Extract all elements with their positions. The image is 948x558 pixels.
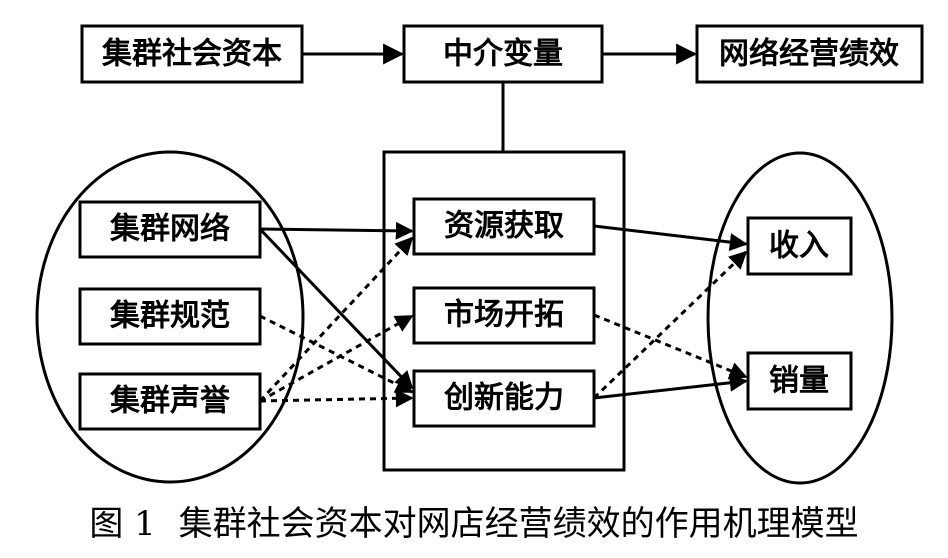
box-reputation: 集群声誉 bbox=[78, 372, 262, 431]
label-market: 市场开拓 bbox=[444, 298, 564, 333]
arrow-market-to-sales bbox=[593, 313, 748, 380]
arrow-reputation-to-resource bbox=[258, 236, 414, 403]
label-reputation: 集群声誉 bbox=[109, 384, 231, 419]
label-network: 集群网络 bbox=[109, 212, 230, 247]
label-norms: 集群规范 bbox=[109, 299, 230, 334]
label-sales: 销量 bbox=[769, 364, 829, 399]
box-mediator: 中介变量 bbox=[402, 24, 604, 84]
box-innovation: 创新能力 bbox=[412, 369, 596, 428]
left-ellipse bbox=[35, 150, 305, 484]
arrow-reputation-to-innovation bbox=[259, 389, 414, 408]
box-market: 市场开拓 bbox=[412, 286, 596, 345]
box-social-capital: 集群社会资本 bbox=[80, 24, 304, 84]
label-performance: 网络经营绩效 bbox=[719, 37, 899, 72]
label-social-capital: 集群社会资本 bbox=[101, 37, 282, 72]
label-income: 收入 bbox=[769, 229, 829, 264]
arrow-reputation-to-market bbox=[259, 314, 414, 403]
arrow-resource-to-income bbox=[593, 224, 748, 252]
label-innovation: 创新能力 bbox=[443, 381, 564, 416]
box-resource: 资源获取 bbox=[412, 197, 596, 256]
box-income: 收入 bbox=[746, 216, 853, 276]
figure-number: 图 1 bbox=[89, 504, 156, 544]
label-mediator: 中介变量 bbox=[443, 37, 563, 72]
arrow-network-to-innovation bbox=[258, 227, 414, 390]
mechanism-diagram: 集群社会资本 中介变量 网络经营绩效 集群网络 集群规范 集群声誉 资源获取 市… bbox=[35, 24, 924, 485]
arrow-innovation-to-income bbox=[592, 250, 748, 400]
middle-frame bbox=[382, 150, 626, 472]
figure-caption: 图 1 集群社会资本对网店经营绩效的作用机理模型 bbox=[0, 494, 948, 554]
figure-title: 集群社会资本对网店经营绩效的作用机理模型 bbox=[178, 504, 859, 544]
arrow-innovation-to-sales bbox=[593, 373, 748, 400]
box-performance: 网络经营绩效 bbox=[695, 24, 924, 84]
label-resource: 资源获取 bbox=[444, 209, 564, 244]
box-sales: 销量 bbox=[746, 351, 853, 411]
box-norms: 集群规范 bbox=[78, 287, 262, 346]
box-network: 集群网络 bbox=[78, 200, 262, 259]
arrow-network-to-resource bbox=[259, 221, 414, 240]
right-ellipse bbox=[706, 151, 894, 485]
